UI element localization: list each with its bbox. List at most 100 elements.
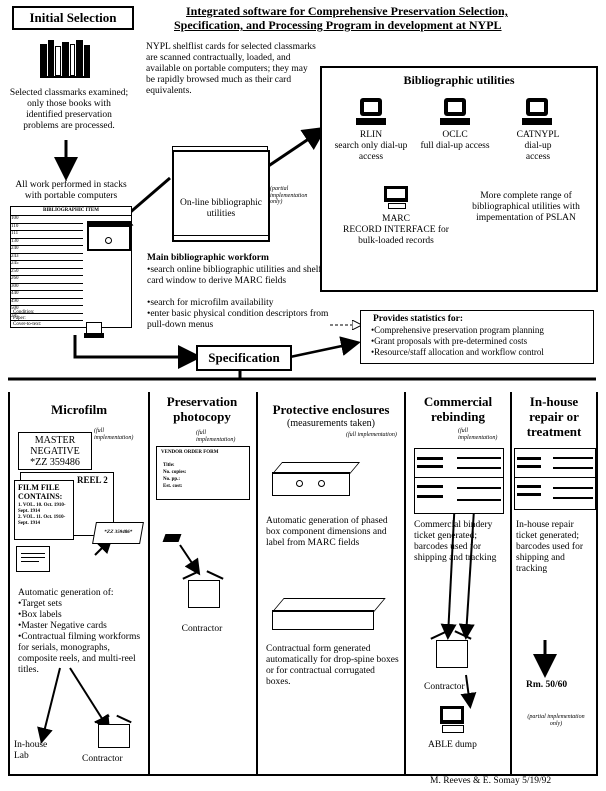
film-line: 2. VOL. 11. Oct. 1910- <box>18 515 66 520</box>
master-line2: NEGATIVE <box>30 446 80 457</box>
stats-item-3: •Resource/staff allocation and workflow … <box>371 347 544 357</box>
rebinding-note: (full implementation) <box>458 428 498 441</box>
pc-contractor-box-icon <box>182 568 224 608</box>
utilities-more-note: More complete range of bibliographical u… <box>472 191 580 223</box>
rlin-terminal-icon <box>356 98 386 126</box>
specification-box: Specification <box>196 345 292 371</box>
repair-ticket <box>514 448 596 510</box>
condition-label: Condition: <box>13 310 35 315</box>
bib-row: 245 <box>11 314 83 321</box>
credit-line: M. Reeves & E. Somay 5/19/92 <box>430 776 552 786</box>
phased-box-icon <box>272 462 361 496</box>
bib-utilities-title: Bibliographic utilities <box>403 73 515 87</box>
pc-contractor-label: Contractor <box>181 624 223 634</box>
catnypl-name: CATNYPL <box>516 130 560 140</box>
enclosures-subtitle: (measurements taken) <box>286 418 376 429</box>
film-contents-card: FILM FILE CONTAINS: 1. VOL. 10. Oct. 191… <box>14 480 74 540</box>
film-line: 1. VOL. 10. Oct. 1910- <box>18 503 66 508</box>
online-label: On-line bibliographic utilities <box>179 198 263 219</box>
online-utilities-box[interactable]: On-line bibliographic utilities <box>172 150 270 242</box>
cover-label: Cover-to-text: <box>13 322 42 327</box>
repair-text: In-house repair ticket generated; barcod… <box>516 520 584 574</box>
bib-row: 130 <box>11 239 83 246</box>
bib-row: 250 <box>11 269 83 276</box>
workform-item-1: •search online bibliographic utilities a… <box>147 265 334 286</box>
books-icon <box>40 40 90 78</box>
able-computer-icon <box>440 706 464 733</box>
barcode-icon <box>162 534 182 542</box>
mf-auto-item: •Contractual filming workforms for seria… <box>18 632 141 675</box>
initial-selection-label: Initial Selection <box>29 10 117 25</box>
catnypl-desc: dial-up access <box>524 141 552 162</box>
bib-row: 243 <box>11 254 83 261</box>
initial-selection-box: Initial Selection <box>12 6 134 30</box>
film-title: FILM FILE CONTAINS: <box>18 483 63 501</box>
bib-row: 490 <box>11 299 83 306</box>
rlin-name: RLIN <box>359 130 383 140</box>
rebinding-title: Commercial rebinding <box>423 394 493 424</box>
rb-contractor-box-icon <box>430 628 472 668</box>
microfilm-title: Microfilm <box>50 402 108 417</box>
enclosures-note: (full implementation) <box>346 432 397 438</box>
oclc-desc: full dial-up access <box>420 141 490 151</box>
bib-row: 500 <box>11 306 83 314</box>
bib-row: 260 <box>11 276 83 284</box>
mf-auto-item: •Box labels <box>18 610 62 620</box>
bib-row: 110 <box>11 224 83 231</box>
paper-label: Paper: <box>13 316 26 321</box>
microfilm-column: Microfilm (full implementation) MASTER N… <box>8 392 150 776</box>
marc-name: MARC <box>382 214 410 224</box>
microfilm-note: (full implementation) <box>94 428 134 441</box>
enclosures-column: Protective enclosures (measurements take… <box>258 392 406 776</box>
page-title-line1: Integrated software for Comprehensive Pr… <box>186 4 508 18</box>
rebinding-column: Commercial rebinding (full implementatio… <box>406 392 512 776</box>
photocopy-column: Preservation photocopy (full implementat… <box>148 392 258 776</box>
mf-auto-item: •Target sets <box>18 599 62 609</box>
bib-item-header: BIBLIOGRAPHIC ITEM <box>11 208 131 216</box>
target-sheet-icon <box>16 546 50 572</box>
vendor-field: No. copies: <box>163 470 187 475</box>
stats-item-1: •Comprehensive preservation program plan… <box>371 325 544 335</box>
vendor-field: No. pp.: <box>163 477 181 482</box>
stacks-note: All work performed in stacks with portab… <box>15 180 127 201</box>
arrow-to-inhouse-lab <box>37 667 61 744</box>
repair-room: Rm. 50/60 <box>526 680 568 690</box>
bib-row: 245 <box>11 261 83 269</box>
stats-title: Provides statistics for: <box>373 314 464 324</box>
enclosures-title: Protective enclosures <box>272 402 390 417</box>
enclosures-text1: Automatic generation of phased box compo… <box>266 516 388 548</box>
catnypl-terminal-icon <box>522 98 552 126</box>
arrow-pc-to-contractor <box>179 544 201 576</box>
rlin-desc: search only dial-up access <box>334 141 408 162</box>
bib-row: 440 <box>11 291 83 299</box>
bib-row: 300 <box>11 284 83 291</box>
shelflist-card-window[interactable] <box>87 221 131 251</box>
mf-auto-item: •Master Negative cards <box>18 621 107 631</box>
drop-spine-box-icon <box>272 598 386 632</box>
rebinding-text: Commercial bindery ticket generated; bar… <box>414 520 497 563</box>
bindery-ticket <box>414 448 504 514</box>
vendor-order-form: VENDOR ORDER FORM Title: No. copies: No.… <box>156 446 250 500</box>
selected-note: Selected classmarks examined; only those… <box>9 88 129 131</box>
bib-row: 100 <box>11 216 83 224</box>
mf-contractor-box-icon <box>94 714 134 748</box>
reel-label: REEL 2 <box>77 475 108 485</box>
oclc-terminal-icon <box>440 98 470 126</box>
laptop-icon <box>84 322 104 340</box>
enclosures-text2: Contractual form generated automatically… <box>266 644 399 687</box>
arrow-to-specification <box>73 335 202 369</box>
box-label-text: *ZZ 359486* <box>103 530 133 535</box>
able-label: ABLE dump <box>428 740 477 750</box>
bib-row: 240 <box>11 246 83 254</box>
oclc-name: OCLC <box>442 130 468 140</box>
stats-box: Provides statistics for: •Comprehensive … <box>360 310 594 364</box>
inhouse-lab-label: In-house Lab <box>14 740 48 761</box>
marc-computer-icon <box>384 186 408 209</box>
workform-item-3: •enter basic physical condition descript… <box>147 309 329 330</box>
vendor-field: Est. cost: <box>163 484 183 489</box>
photocopy-title: Preservation photocopy <box>166 394 238 424</box>
repair-title: In-house repair or treatment <box>526 394 582 439</box>
bib-utilities-panel: Bibliographic utilities RLIN search only… <box>320 66 598 292</box>
film-line: Sept. 1914 <box>18 521 40 526</box>
online-note: (partial implementation only) <box>270 186 308 205</box>
